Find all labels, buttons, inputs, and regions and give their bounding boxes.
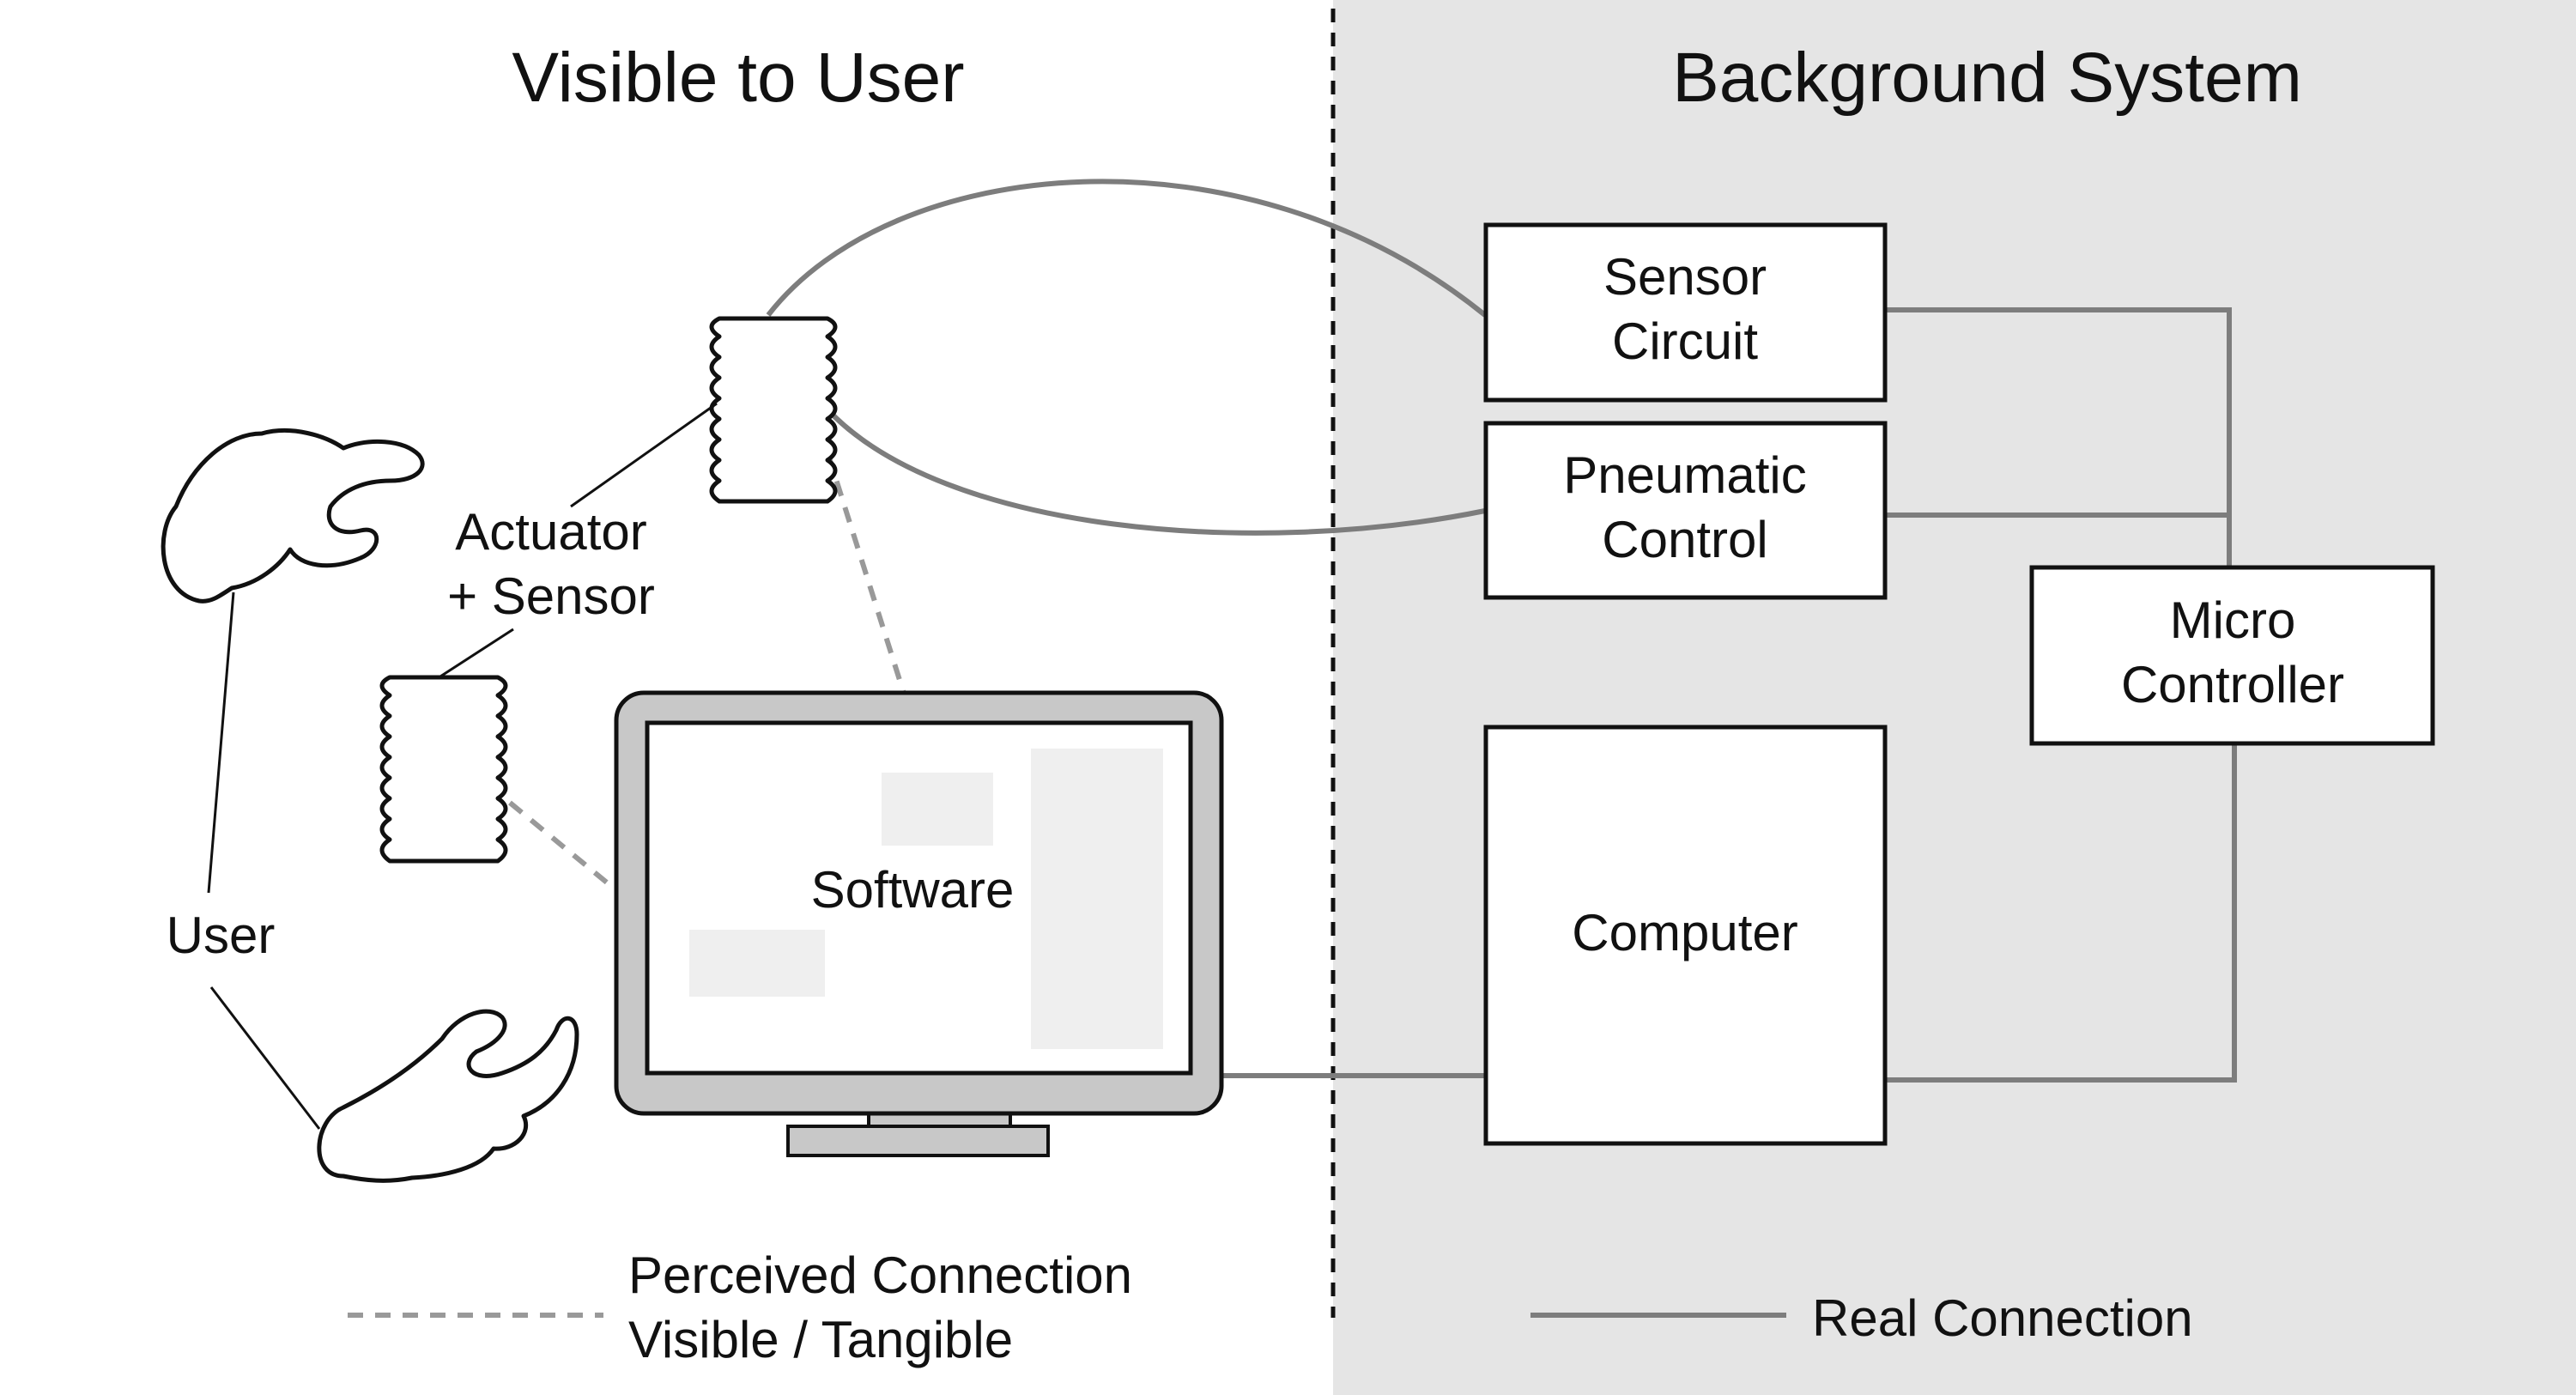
software-side-panel	[1031, 749, 1163, 1049]
actuator-sensor-bottom	[379, 675, 508, 864]
monitor-stand-base	[786, 1125, 1050, 1157]
software-window-upper	[882, 773, 993, 846]
user-label-pointer-bottom	[209, 986, 321, 1130]
visible-to-user-heading: Visible to User	[512, 39, 964, 117]
pneumatic-control-box: Pneumatic Control	[1483, 421, 1888, 600]
pneumatic-control-label-line2: Control	[1602, 511, 1767, 568]
real-connection-actuator-to-sensor-circuit	[766, 179, 1487, 318]
micro-controller-label-line1: Micro	[2170, 591, 2296, 649]
real-connection-microcontroller-to-computer	[1885, 743, 2237, 1083]
background-system-heading: Background System	[1672, 39, 2302, 117]
legend-perceived-label-line1: Perceived Connection	[628, 1246, 1132, 1304]
pneumatic-control-label-line1: Pneumatic	[1563, 446, 1806, 504]
monitor: Software	[614, 690, 1224, 1157]
sensor-circuit-box: Sensor Circuit	[1483, 222, 1888, 403]
micro-controller-label-line2: Controller	[2121, 656, 2344, 713]
computer-label: Computer	[1572, 904, 1797, 961]
sensor-circuit-label-line1: Sensor	[1603, 248, 1767, 306]
micro-controller-box: Micro Controller	[2029, 565, 2435, 746]
user-hand-top	[161, 428, 425, 603]
actuator-sensor-label-line2: + Sensor	[447, 567, 655, 625]
actuator-label-pointer-bottom	[439, 628, 514, 678]
sensor-circuit-label-line2: Circuit	[1612, 312, 1758, 370]
actuator-sensor-label-line1: Actuator	[455, 503, 646, 561]
actuator-sensor-top	[709, 316, 838, 504]
legend-real-label: Real Connection	[1812, 1289, 2193, 1347]
user-label-pointer-top	[207, 591, 235, 894]
software-label: Software	[811, 861, 1015, 919]
real-connection-actuator-to-pneumatic-control	[826, 408, 1486, 536]
user-label: User	[167, 907, 276, 964]
user-hand-bottom	[317, 1009, 579, 1183]
computer-box: Computer	[1483, 725, 1888, 1146]
software-window-lower	[689, 930, 825, 997]
real-connection-sensor-circuit-to-microcontroller	[1885, 307, 2232, 567]
actuator-label-pointer-top	[570, 402, 718, 508]
legend-perceived-label-line2: Visible / Tangible	[628, 1311, 1013, 1368]
